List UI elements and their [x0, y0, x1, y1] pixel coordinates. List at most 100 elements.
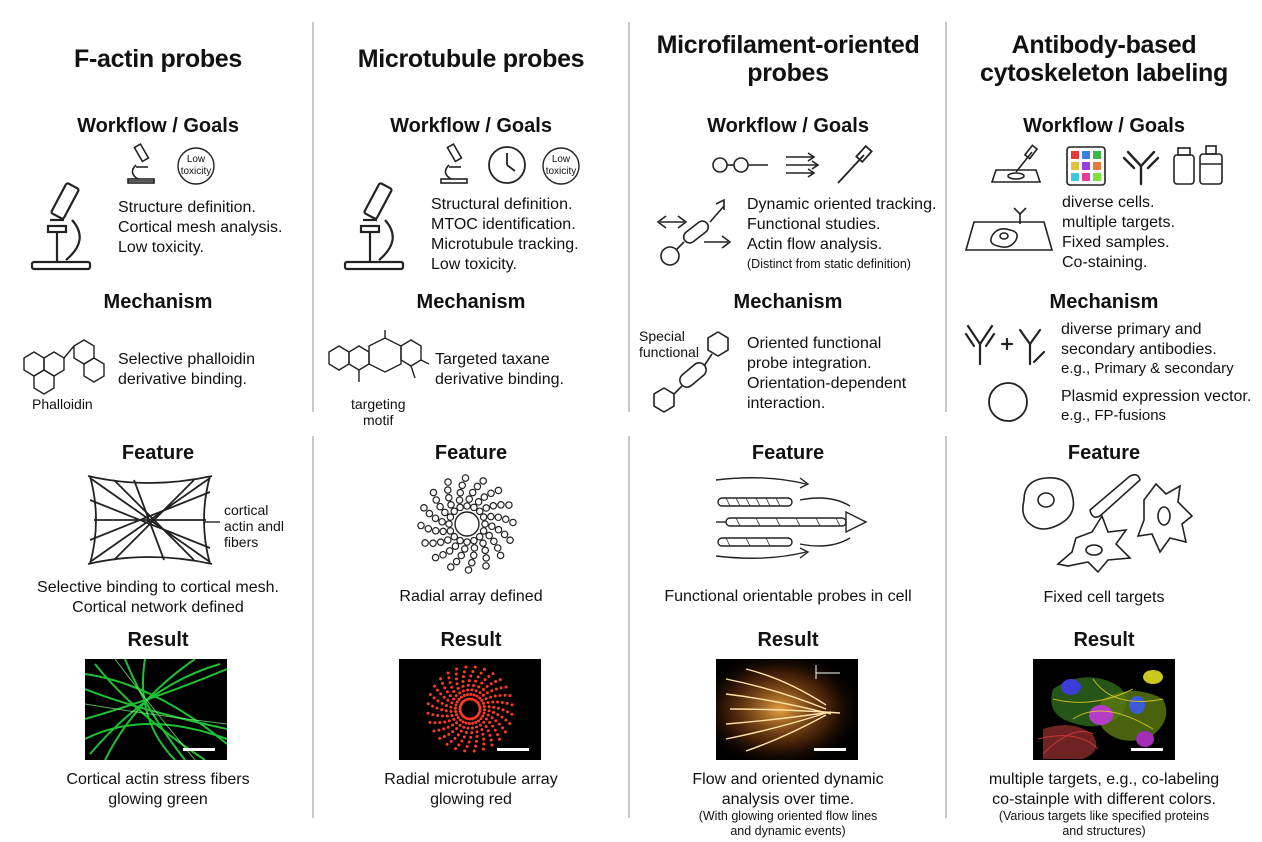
- microtubule-signal: [493, 694, 497, 698]
- microtubule-signal: [469, 692, 473, 696]
- tubulin-dimer: [438, 517, 446, 526]
- microtubule-signal: [485, 691, 489, 695]
- microtubule-signal: [450, 714, 454, 718]
- microtubule-signal: [499, 686, 503, 690]
- microtubule-signal: [473, 665, 477, 669]
- microtubule-signal: [440, 681, 444, 685]
- tubulin-dimer: [439, 550, 447, 559]
- microtubule-signal: [468, 717, 472, 721]
- microtubule-signal: [471, 670, 475, 674]
- low-toxicity-badge-label: Low toxicity: [545, 154, 577, 177]
- tubulin-dimer: [456, 503, 464, 512]
- column-divider: [945, 436, 947, 818]
- tubulin-dimer: [493, 544, 502, 552]
- microtubule-signal: [474, 744, 478, 748]
- workflow-line: Low toxicity.: [431, 256, 517, 273]
- tubulin-dimer: [425, 509, 434, 518]
- result-caption: Radial microtubule array: [384, 771, 558, 788]
- molecule-label: motif: [363, 412, 394, 428]
- microtubule-signal: [432, 729, 436, 733]
- pipette-icon: [837, 144, 873, 184]
- microtubule-signal: [487, 709, 491, 713]
- microtubule-signal: [501, 726, 505, 730]
- microtubule-signal: [500, 700, 504, 704]
- microtubule-signal: [481, 693, 485, 697]
- microtubule-signal: [454, 747, 458, 751]
- microtubule-signal: [510, 703, 514, 707]
- microtubule-signal: [493, 728, 497, 732]
- tubulin-dimer: [431, 553, 440, 562]
- low-toxicity-badge-label: Low toxicity: [180, 154, 212, 177]
- tubulin-dimer: [469, 551, 478, 560]
- microtubule-signal: [492, 711, 496, 715]
- microtubule-signal: [490, 743, 494, 747]
- small-microscope-icon: [440, 142, 468, 184]
- microtubule-signal: [456, 716, 460, 720]
- microtubule-signal: [439, 677, 443, 681]
- microtubule-signal: [436, 699, 440, 703]
- microtubule-signal: [487, 705, 491, 709]
- microtubule-signal: [455, 727, 459, 731]
- microtubule-signal: [456, 733, 460, 737]
- feature-caption: Selective binding to cortical mesh.: [37, 579, 279, 596]
- microtubule-signal: [484, 697, 488, 701]
- workflow-heading: Workflow / Goals: [390, 115, 552, 137]
- microscope-icon: [30, 182, 92, 271]
- microtubule-signal: [449, 709, 453, 713]
- workflow-heading: Workflow / Goals: [1023, 115, 1185, 137]
- microtubule-signal: [480, 728, 484, 732]
- microtubule-signal: [445, 690, 449, 694]
- mechanism-line: interaction.: [747, 395, 826, 412]
- microtubule-signal: [496, 713, 500, 717]
- tubulin-dimer: [432, 496, 441, 504]
- mechanism-example: e.g., Primary & secondary: [1061, 360, 1234, 377]
- tubulin-dimer: [465, 495, 474, 503]
- microtubule-signal: [498, 693, 502, 697]
- tubulin-dimer: [470, 544, 479, 552]
- microtubule-signal: [442, 735, 446, 739]
- tubulin-dimer: [452, 557, 461, 566]
- tubulin-dimer: [490, 537, 498, 546]
- microtubule-signal: [461, 684, 465, 688]
- microtubule-signal: [439, 692, 443, 696]
- result-note: (With glowing oriented flow lines: [698, 809, 878, 823]
- column-title: probes: [747, 59, 829, 87]
- tubulin-dimer: [446, 563, 455, 571]
- tubulin-dimer: [461, 474, 470, 482]
- microtubule-signal: [500, 715, 504, 719]
- tubulin-dimer: [482, 504, 490, 512]
- microtubule-signal: [510, 712, 514, 716]
- tubulin-dimer: [458, 481, 467, 490]
- result-caption: glowing green: [108, 791, 208, 808]
- microtubule-signal: [463, 749, 467, 753]
- microtubule-signal: [458, 707, 462, 711]
- mechanism-line: Selective phalloidin: [118, 351, 255, 368]
- microtubule-signal: [438, 721, 442, 725]
- microtubule-signal: [452, 697, 456, 701]
- tubulin-dimer: [445, 520, 453, 528]
- microtubule-signal: [474, 720, 478, 724]
- tubulin-dimer: [429, 488, 438, 497]
- result-caption: glowing red: [430, 791, 512, 808]
- vial-icon: [1173, 147, 1195, 185]
- column-title: cytoskeleton labeling: [980, 59, 1228, 87]
- microtubule-signal: [451, 723, 455, 727]
- column-title: F-actin probes: [73, 45, 243, 73]
- microtubule-signal: [447, 676, 451, 680]
- tubulin-dimer: [468, 488, 477, 497]
- mechanism-heading: Mechanism: [1049, 291, 1159, 313]
- microtubule-signal: [470, 717, 474, 721]
- mechanism-line: Targeted taxane: [435, 351, 550, 368]
- microtubule-signal: [494, 687, 498, 691]
- microtubule-signal: [461, 720, 465, 724]
- column-title: Microtubule probes: [357, 45, 585, 73]
- workflow-line: Fixed samples.: [1062, 234, 1170, 251]
- molecule-label: targeting: [351, 396, 406, 412]
- microtubule-signal: [472, 683, 476, 687]
- microtubule-signal: [481, 714, 485, 718]
- microscope-icon: [343, 182, 405, 271]
- microtubule-signal: [508, 694, 512, 698]
- molecule-label: Phalloidin: [32, 396, 93, 412]
- taxane-structure-icon: [328, 330, 430, 382]
- microtubule-signal: [470, 731, 474, 735]
